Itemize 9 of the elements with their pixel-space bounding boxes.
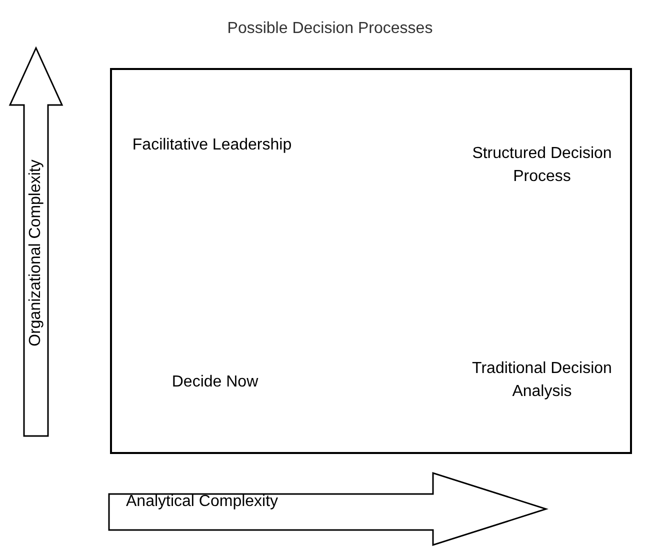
quadrant-label: Facilitative Leadership — [132, 136, 292, 156]
quadrant-frame — [110, 68, 632, 454]
quadrant-label: Traditional Decision Analysis — [471, 359, 613, 402]
axis-label: Analytical Complexity — [126, 493, 278, 511]
axis-label: Organizational Complexity — [27, 160, 45, 346]
quadrant-label: Structured Decision Process — [471, 144, 613, 187]
quadrant-label: Decide Now — [170, 372, 260, 392]
diagram-title: Possible Decision Processes — [226, 20, 434, 38]
block-arrow — [108, 472, 548, 546]
